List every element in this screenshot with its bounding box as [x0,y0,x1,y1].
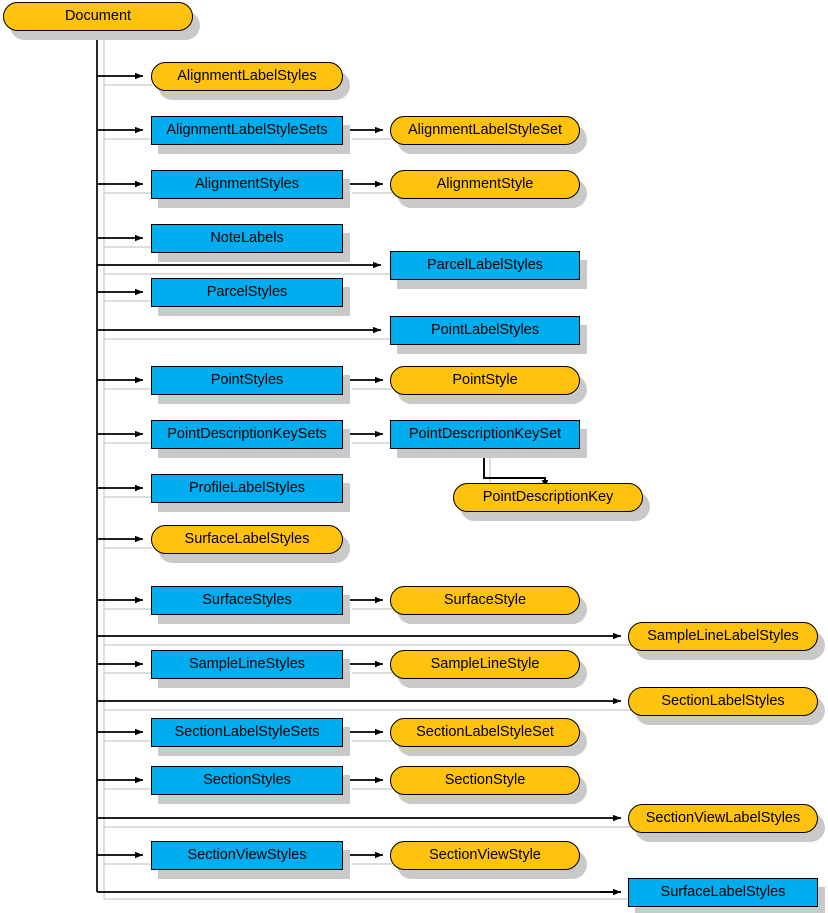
node-label: ParcelLabelStyles [426,257,544,274]
node-label: SurfaceStyles [202,592,292,609]
node-surfacestyles[interactable]: SurfaceStyles [151,586,343,615]
node-label: SectionLabelStyleSet [416,724,554,741]
node-surfacelabelstyles-right[interactable]: SurfaceLabelStyles [628,878,818,907]
node-surfacelabelstyles-collection[interactable]: SurfaceLabelStyles [151,525,343,554]
node-label: AlignmentStyle [436,176,534,193]
node-samplelinestyles[interactable]: SampleLineStyles [151,650,343,679]
node-sectionstyle[interactable]: SectionStyle [390,766,580,795]
node-label: SectionViewLabelStyles [645,810,801,827]
node-alignmentstyles[interactable]: AlignmentStyles [151,170,343,199]
node-label: PointDescriptionKeySet [408,426,562,443]
node-label: SectionViewStyle [429,847,541,864]
node-label: SurfaceLabelStyles [660,884,786,901]
node-label: PointStyles [210,372,284,389]
node-pointstyles[interactable]: PointStyles [151,366,343,395]
node-label: SectionViewStyles [187,847,307,864]
node-sectionlabelstylesets[interactable]: SectionLabelStyleSets [151,718,343,747]
node-sectionlabelstyles[interactable]: SectionLabelStyles [628,687,818,716]
node-label: ProfileLabelStyles [188,480,306,497]
node-label: SectionStyles [203,772,291,789]
node-sectionviewlabelstyles[interactable]: SectionViewLabelStyles [628,804,818,833]
node-label: NoteLabels [210,230,284,247]
node-pointdescriptionkeysets[interactable]: PointDescriptionKeySets [151,420,343,449]
node-label: SurfaceLabelStyles [184,531,310,548]
node-pointlabelstyles[interactable]: PointLabelStyles [390,316,580,345]
node-label: SampleLineLabelStyles [647,628,799,645]
node-parcellabelstyles[interactable]: ParcelLabelStyles [390,251,580,280]
node-sectionstyles[interactable]: SectionStyles [151,766,343,795]
node-parcelstyles[interactable]: ParcelStyles [151,278,343,307]
node-label: SampleLineStyles [188,656,306,673]
node-notelabels[interactable]: NoteLabels [151,224,343,253]
node-label: PointStyle [452,372,518,389]
node-label: AlignmentStyles [195,176,299,193]
node-label: AlignmentLabelStyleSets [166,122,328,139]
node-sectionviewstyles[interactable]: SectionViewStyles [151,841,343,870]
node-pointstyle[interactable]: PointStyle [390,366,580,395]
node-pointdescriptionkeyset[interactable]: PointDescriptionKeySet [390,420,580,449]
node-samplelinelabelstyles[interactable]: SampleLineLabelStyles [628,622,818,651]
node-label: AlignmentLabelStyles [177,68,317,85]
node-label: SectionStyle [444,772,526,789]
node-label: PointDescriptionKey [482,489,614,506]
node-label: SurfaceStyle [443,592,527,609]
node-sectionviewstyle[interactable]: SectionViewStyle [390,841,580,870]
node-pointdescriptionkey[interactable]: PointDescriptionKey [453,483,643,512]
node-alignmentlabelstyles[interactable]: AlignmentLabelStyles [151,62,343,91]
node-label: PointDescriptionKeySets [167,426,327,443]
node-alignmentlabelstylesets[interactable]: AlignmentLabelStyleSets [151,116,343,145]
node-alignmentlabelstyleset[interactable]: AlignmentLabelStyleSet [390,116,580,145]
node-label: AlignmentLabelStyleSet [408,122,562,139]
node-alignmentstyle[interactable]: AlignmentStyle [390,170,580,199]
node-label: SectionLabelStyleSets [174,724,320,741]
node-surfacestyle[interactable]: SurfaceStyle [390,586,580,615]
node-document[interactable]: Document [3,2,193,31]
node-profilelabelstyles[interactable]: ProfileLabelStyles [151,474,343,503]
node-label: SampleLineStyle [430,656,540,673]
node-label: PointLabelStyles [430,322,539,339]
node-samplelinestyle[interactable]: SampleLineStyle [390,650,580,679]
node-sectionlabelstyleset[interactable]: SectionLabelStyleSet [390,718,580,747]
node-label: Document [64,8,132,25]
node-label: SectionLabelStyles [661,693,785,710]
node-label: ParcelStyles [206,284,288,301]
